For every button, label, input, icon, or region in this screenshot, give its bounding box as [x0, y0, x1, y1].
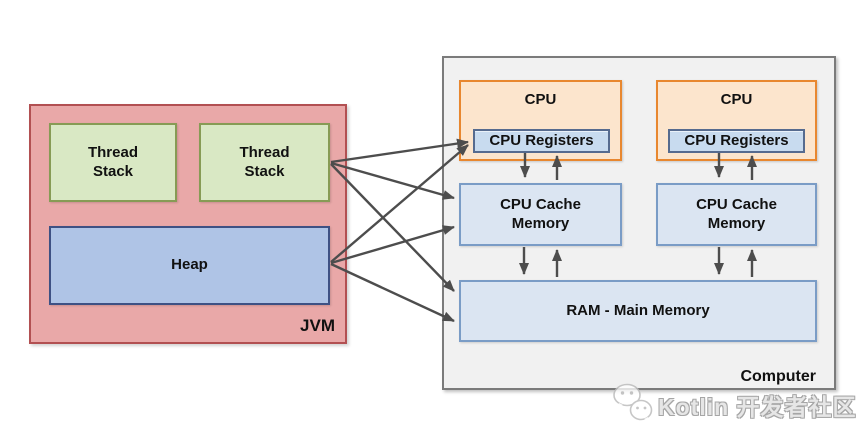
cpu-cache-label-2: CPU Cache Memory [696, 195, 777, 232]
watermark: Kotlin 开发者社区 [610, 380, 857, 430]
cpu-label-1: CPU [524, 91, 557, 108]
thread-stack-label-1: Thread Stack [87, 143, 138, 180]
heap-box: Heap [49, 226, 330, 305]
thread-stack-label-2: Thread Stack [239, 143, 290, 180]
jvm-label: JVM [300, 315, 335, 335]
ram-label: RAM - Main Memory [566, 301, 710, 319]
heap-label: Heap [171, 256, 208, 274]
cpu-registers-label-2: CPU Registers [684, 131, 789, 149]
cpu-cache-box-1: CPU Cache Memory [459, 183, 622, 246]
cpu-label-2: CPU [720, 91, 753, 108]
cpu-registers-box-2: CPU Registers [668, 129, 805, 153]
thread-stack-box-1: Thread Stack [49, 123, 177, 202]
cpu-cache-box-2: CPU Cache Memory [656, 183, 817, 246]
computer-label: Computer [740, 368, 816, 385]
cpu-cache-label-1: CPU Cache Memory [500, 195, 581, 232]
arrow-threadstack-to-cache [330, 161, 455, 200]
cpu-registers-label-1: CPU Registers [489, 131, 594, 149]
wechat-icon [613, 383, 653, 423]
arrow-heap-to-cache [330, 225, 455, 265]
ram-box: RAM - Main Memory [459, 280, 817, 342]
cpu-registers-box-1: CPU Registers [473, 129, 610, 153]
thread-stack-box-2: Thread Stack [199, 123, 330, 202]
arrow-threadstack-to-ram [330, 163, 455, 292]
watermark-text: Kotlin 开发者社区 [658, 394, 857, 420]
arrow-heap-to-ram [330, 262, 455, 323]
